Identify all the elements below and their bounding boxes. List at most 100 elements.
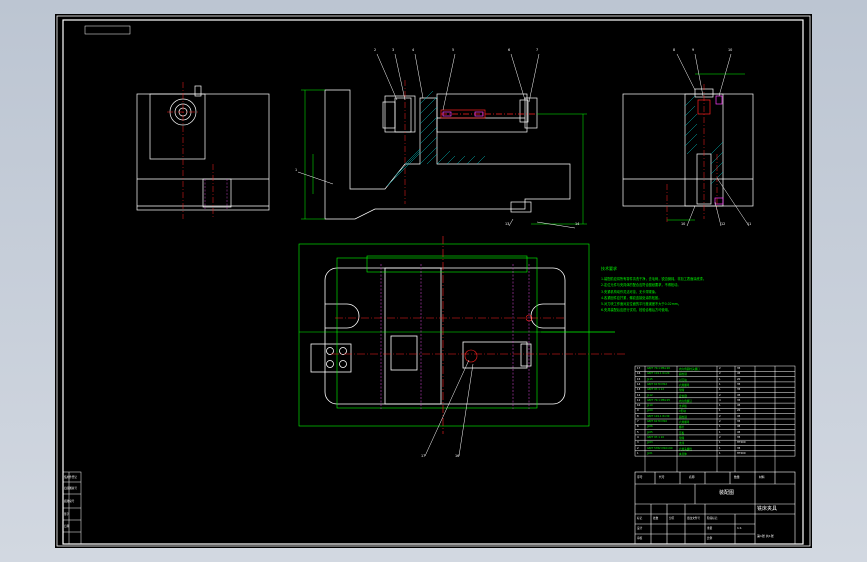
- bom-cell: 1: [637, 451, 639, 455]
- callout-17: 17: [421, 454, 426, 458]
- bom-header: 名称: [689, 475, 695, 479]
- note-line: 6.夹具装配后应进行试切，检验合格后方可使用。: [601, 308, 671, 313]
- bom-cell: GB/T 5782 M10×60: [647, 446, 673, 450]
- note-line: 2.定位元件与夹具体的配合应符合图纸要求，不得松动。: [601, 283, 681, 288]
- bom-cell: 20: [737, 409, 741, 413]
- callout-8: 8: [673, 48, 676, 52]
- bom-cell: 2: [637, 446, 639, 450]
- callout-2: 2: [374, 48, 377, 52]
- front-view-outline: [324, 89, 571, 220]
- bom-cell: 45: [737, 414, 741, 418]
- front-view-hatch: [386, 90, 486, 187]
- bom-cell: 圆柱销: [679, 373, 687, 377]
- bom-cell: 1: [719, 377, 721, 381]
- note-line: 3.夹紧机构动作灵活可靠，无卡滞现象。: [601, 289, 659, 294]
- top-view-center: [331, 236, 625, 434]
- bom-cell: 35: [737, 382, 741, 386]
- bom-header: 序号: [637, 475, 643, 479]
- bom-cell: 夹具体: [679, 452, 687, 456]
- bom-cell: JJ-09: [647, 409, 653, 413]
- bom-cell: 1: [719, 409, 721, 413]
- front-view-dims: [301, 89, 587, 225]
- left-side-view: [136, 85, 270, 211]
- bom-cell: 16: [637, 372, 641, 376]
- bom-cell: 4: [719, 398, 721, 402]
- bom-cell: V形块: [679, 410, 686, 414]
- bom-cell: 2: [719, 393, 721, 397]
- technical-notes: 技术要求 1.装配前应将所有零件清洗干净，去毛刺，锐边倒钝，非加工表面涂底漆。 …: [601, 266, 717, 313]
- bom-cell: JJ-10: [647, 404, 653, 408]
- bom-cell: 六角螺母: [679, 421, 690, 424]
- bom-cell: 1: [719, 425, 721, 429]
- callout-11: 11: [747, 222, 752, 226]
- bom-cell: 45: [737, 404, 741, 408]
- right-view-colored: [666, 84, 724, 222]
- bom-cell: 对刀块: [679, 378, 687, 382]
- left-register-strip: [62, 471, 82, 545]
- callout-9: 9: [692, 48, 695, 52]
- bom-cell: 45: [737, 430, 741, 434]
- bom-cell: GB/T 70.1 M8×25: [647, 398, 671, 402]
- front-view-colored: [404, 80, 535, 204]
- bom-cell: GB/T 97.1 10: [647, 435, 664, 439]
- note-line: 1.装配前应将所有零件清洗干净，去毛刺，锐边倒钝，非加工表面涂底漆。: [601, 277, 707, 282]
- bom-cell: 六角头螺栓: [679, 447, 692, 451]
- bom-cell: 螺杆: [679, 426, 685, 430]
- bom-cell: GB/T 119.1 6×20: [647, 372, 670, 376]
- front-view-nut: [382, 97, 529, 133]
- bom-header: 代号: [659, 475, 665, 479]
- bom-cell: HT200: [737, 451, 746, 455]
- bom-cell: 2: [719, 372, 721, 376]
- note-line: 4.各紧固件应拧紧，螺纹连接处涂防松胶。: [601, 295, 662, 300]
- assembly-drawing: [56, 15, 811, 547]
- bom-cell: 35: [737, 435, 741, 439]
- top-view-green: [298, 243, 615, 427]
- bom-cell: JJ-05: [647, 430, 653, 434]
- front-view-leaders: [297, 53, 576, 229]
- bom-cell: 支承板: [679, 405, 687, 409]
- bom-cell: 垫圈: [679, 436, 685, 440]
- callout-13: 13: [505, 222, 510, 226]
- left-view-hidden: [204, 179, 228, 210]
- drawing-title: 铣床夹具: [757, 506, 778, 512]
- bom-cell: 35: [737, 446, 741, 450]
- tb-label: 审核: [637, 537, 643, 540]
- bom-cell: JJ-03: [647, 441, 653, 445]
- tb-label: 处数: [653, 517, 659, 520]
- bom-cell: 2: [719, 420, 721, 423]
- bom-cell: 2: [719, 435, 721, 439]
- callout-7: 7: [536, 48, 539, 52]
- bom-cell: 35: [737, 398, 741, 402]
- strip-label: 借用件登记: [64, 476, 77, 479]
- bom-cell: GB/T 97.1 12: [647, 388, 664, 392]
- bom-header: 材料: [759, 475, 765, 479]
- bom-cell: 35: [737, 420, 741, 423]
- callout-16: 16: [455, 454, 460, 458]
- bom-cell: 2: [719, 414, 721, 418]
- bom-cell: GB/T 70.1 M6×20: [647, 367, 671, 370]
- tb-label: 比例: [707, 537, 713, 540]
- bom-cell: 3: [637, 441, 639, 445]
- tb-label: 标记: [637, 517, 643, 520]
- bom-cell: 45: [737, 425, 741, 429]
- bom-cell: 4: [637, 435, 639, 439]
- bom-cell: 内六角圆柱头螺钉: [679, 368, 700, 371]
- bom-cell: 1: [719, 388, 721, 392]
- bom-cell: 5: [637, 430, 639, 434]
- strip-label: 签字: [64, 513, 70, 516]
- bom-cell: 8: [637, 414, 639, 418]
- bom-cell: 7: [637, 420, 639, 423]
- left-view-centerlines: [167, 82, 214, 219]
- bom-cell: 压板: [679, 431, 685, 435]
- tb-label: 设计: [637, 527, 643, 530]
- bom-cell: 1: [719, 404, 721, 408]
- right-view-leaders: [676, 53, 750, 227]
- drawing-scale: 1:1: [737, 526, 742, 530]
- bom-cell: 圆柱销: [679, 415, 687, 419]
- strip-label: 日期: [64, 525, 70, 528]
- drawing-sheet: 技术要求 1.装配前应将所有零件清洗干净，去毛刺，锐边倒钝，非加工表面涂底漆。 …: [55, 14, 812, 548]
- bom-cell: 1: [719, 382, 721, 386]
- tb-label: 更改文件号: [687, 517, 700, 520]
- bom-cell: JJ-15: [647, 377, 653, 381]
